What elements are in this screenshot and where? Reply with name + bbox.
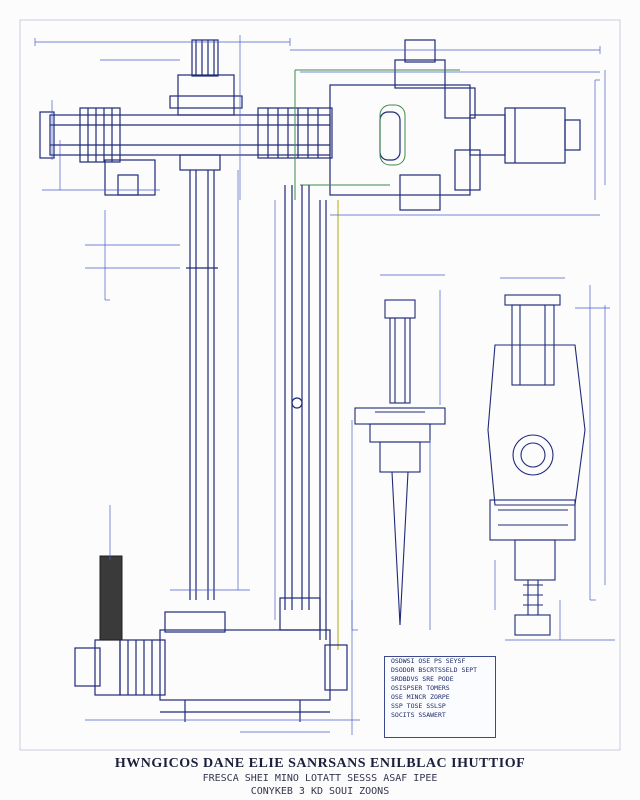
drawing-title: HWNGICOS DANE ELIE SANRSANS ENILBLAC IHU… <box>114 756 526 771</box>
top-horizontal-assembly <box>39 39 333 196</box>
legend-row: OSDWSI OSE PS SEYSF <box>391 657 466 665</box>
legend-row: OSE MINCR ZORPE <box>391 693 450 701</box>
dimension-ticks <box>34 38 601 631</box>
vertical-pipes <box>186 170 327 640</box>
dark-stem <box>99 555 123 641</box>
parts-legend: OSDWSI OSE PS SEYSF DSODOR BSCRTSSELD SE… <box>384 656 496 738</box>
legend-row: SSP TOSE SSLSP <box>391 702 446 710</box>
legend-row: DSODOR BSCRTSSELD SEPT <box>391 666 478 674</box>
side-view-right <box>487 294 586 636</box>
dimension-lines <box>35 35 615 735</box>
valve-highlight <box>294 69 460 200</box>
legend-row: SOCITS SSAWERT <box>391 711 446 719</box>
drawing-frame <box>19 19 621 751</box>
side-view-left <box>354 299 446 626</box>
drawing-subtitle: FRESCA SHEI MINO LOTATT SESSS ASAF IPEE <box>202 773 438 784</box>
title-block: HWNGICOS DANE ELIE SANRSANS ENILBLAC IHU… <box>60 756 580 798</box>
drawing-reference: CONYKEB 3 KD SOUI ZOONS <box>250 786 390 797</box>
valve-body <box>329 39 581 211</box>
legend-row: SRDBDVS SRE PODE <box>391 675 454 683</box>
legend-row: OSISPSER TOMERS <box>391 684 450 692</box>
